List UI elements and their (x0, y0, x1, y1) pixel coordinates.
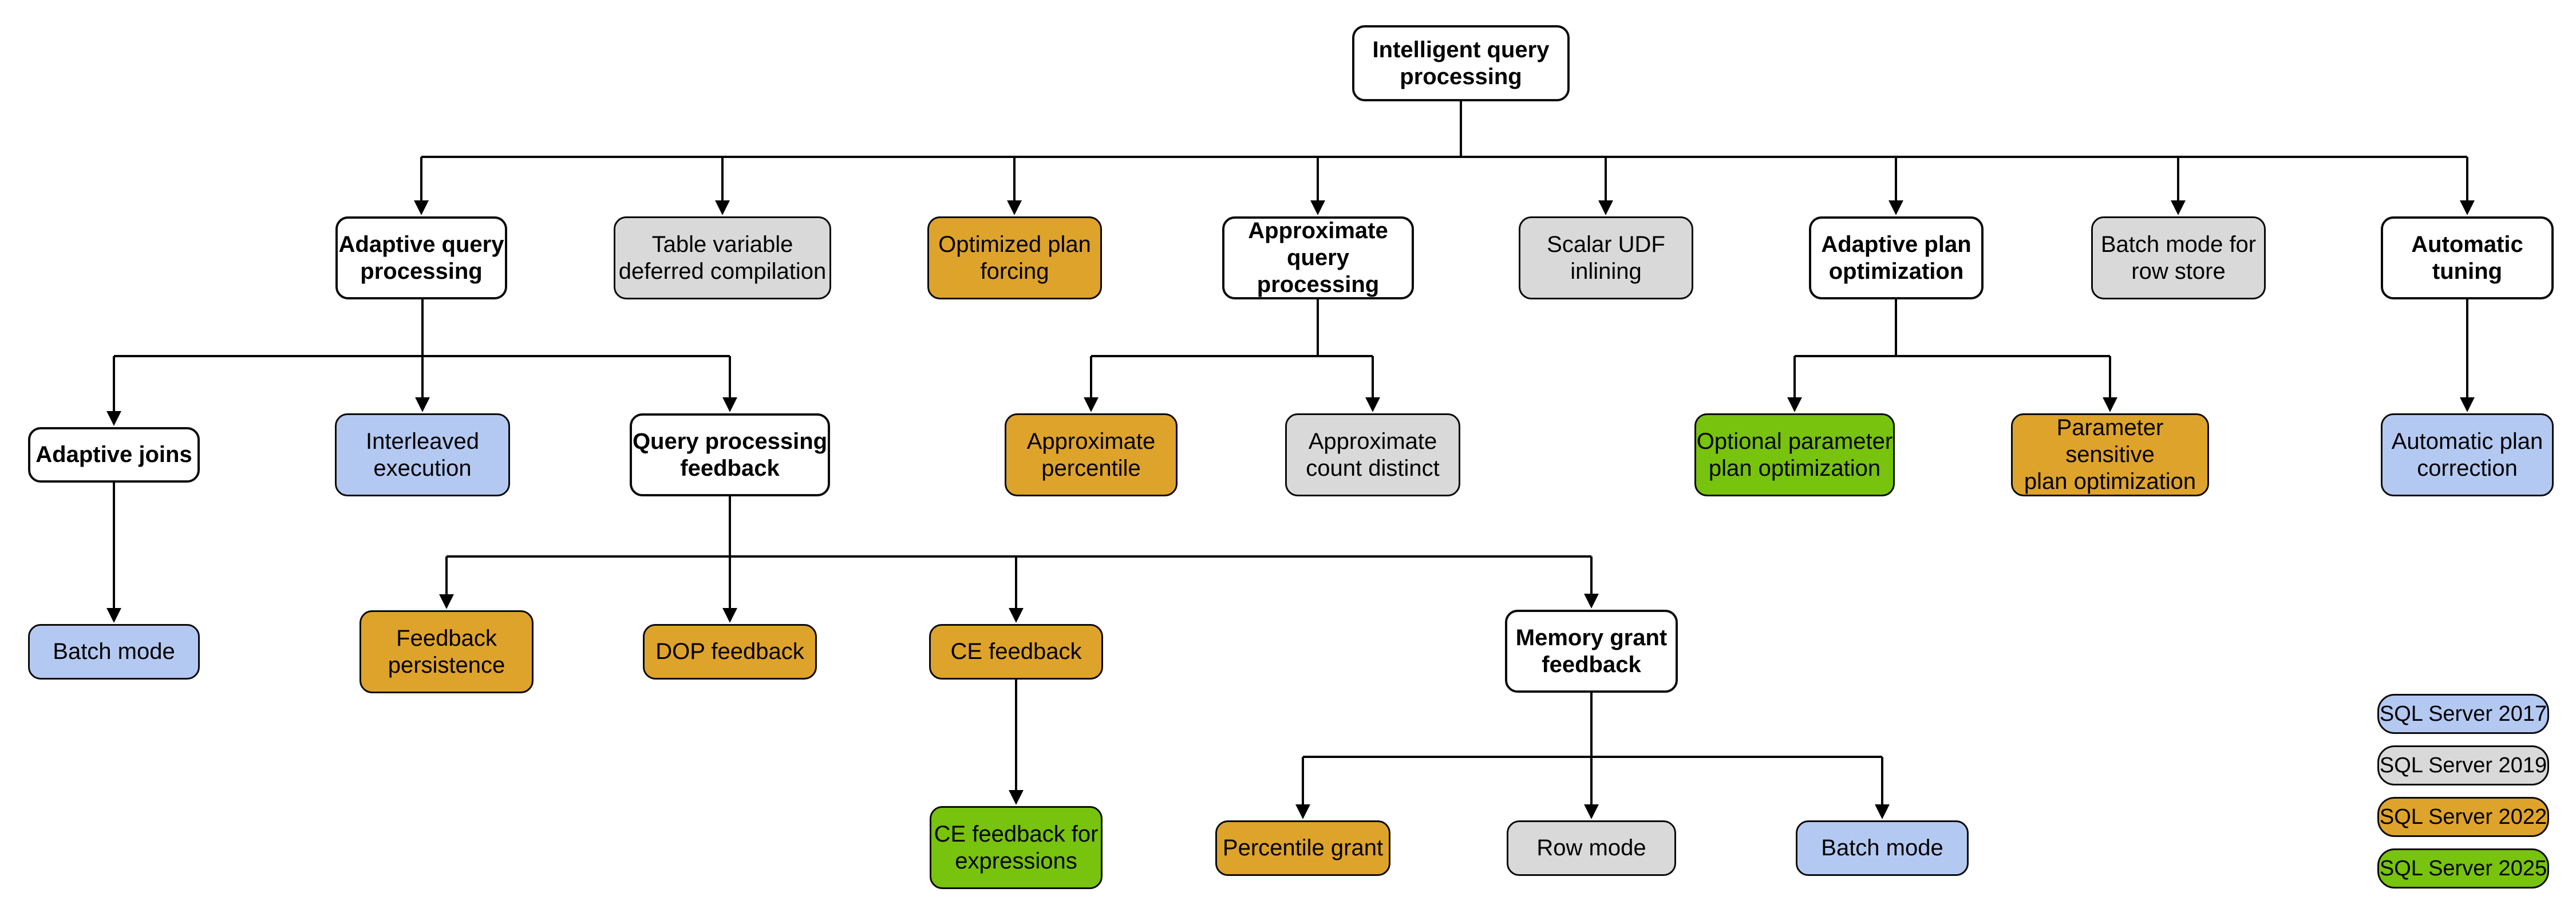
node-ce-feedback: CE feedback (929, 624, 1103, 680)
node-batch-mode-adaptive-joins: Batch mode (28, 624, 200, 680)
node-approximate-count-distinct: Approximate count distinct (1285, 413, 1460, 496)
node-approximate-percentile: Approximate percentile (1005, 413, 1178, 496)
node-feedback-persistence: Feedback persistence (359, 610, 534, 693)
node-optional-parameter-plan-optimization: Optional parameter plan optimization (1694, 413, 1895, 496)
node-row-mode: Row mode (1507, 820, 1676, 876)
node-automatic-tuning: Automatic tuning (2381, 216, 2554, 299)
legend-item-sql-server-2025: SQL Server 2025 (2377, 848, 2549, 889)
legend-item-sql-server-2017: SQL Server 2017 (2377, 694, 2549, 734)
node-approximate-query-processing: Approximate query processing (1222, 216, 1414, 299)
node-dop-feedback: DOP feedback (643, 624, 817, 680)
node-interleaved-execution: Interleaved execution (335, 413, 510, 496)
node-adaptive-joins: Adaptive joins (28, 427, 200, 483)
node-adaptive-plan-optimization: Adaptive plan optimization (1809, 216, 1984, 299)
node-adaptive-query-processing: Adaptive query processing (335, 216, 507, 299)
node-parameter-sensitive-plan-optimization: Parameter sensitive plan optimization (2011, 413, 2209, 496)
node-optimized-plan-forcing: Optimized plan forcing (927, 216, 1102, 299)
node-percentile-grant: Percentile grant (1215, 820, 1390, 876)
node-intelligent-query-processing: Intelligent query processing (1352, 25, 1570, 101)
node-table-variable-deferred-compilation: Table variable deferred compilation (614, 216, 831, 299)
node-query-processing-feedback: Query processing feedback (630, 413, 830, 496)
node-ce-feedback-for-expressions: CE feedback for expressions (930, 806, 1103, 889)
legend-item-sql-server-2019: SQL Server 2019 (2377, 745, 2549, 785)
node-batch-mode-for-row-store: Batch mode for row store (2091, 216, 2266, 299)
node-automatic-plan-correction: Automatic plan correction (2381, 413, 2554, 496)
node-batch-mode-memory-grant: Batch mode (1796, 820, 1969, 876)
legend-item-sql-server-2022: SQL Server 2022 (2377, 797, 2549, 837)
node-scalar-udf-inlining: Scalar UDF inlining (1519, 216, 1693, 299)
node-memory-grant-feedback: Memory grant feedback (1505, 610, 1678, 693)
